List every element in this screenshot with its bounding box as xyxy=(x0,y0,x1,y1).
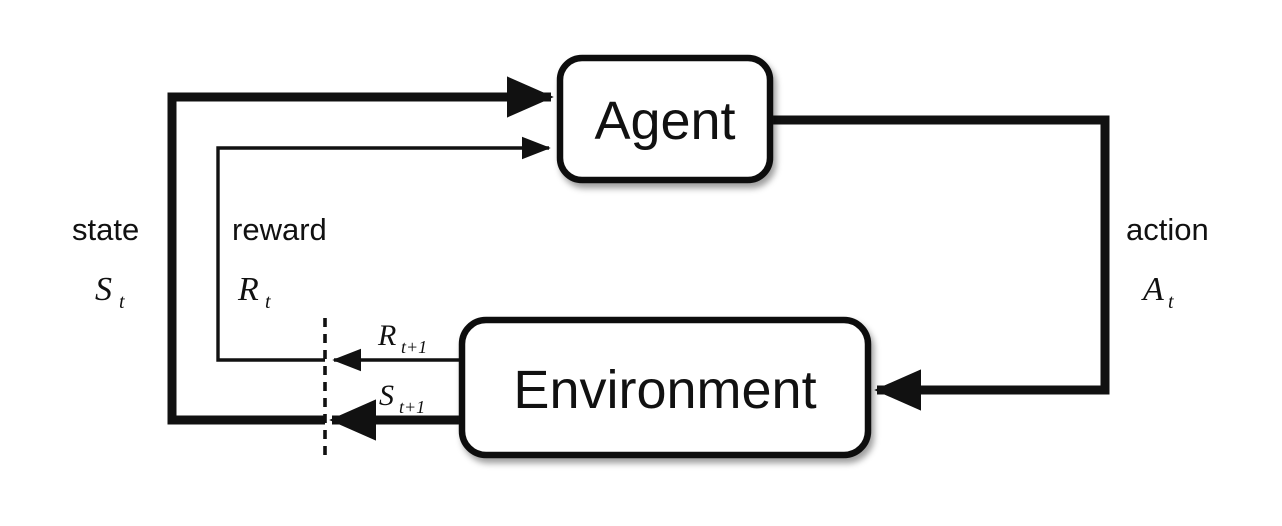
node-environment[interactable]: Environment xyxy=(458,316,872,459)
environment-label: Environment xyxy=(513,360,816,420)
environment-box[interactable] xyxy=(458,316,872,459)
label-reward: reward R t xyxy=(232,212,327,313)
agent-box[interactable] xyxy=(556,54,774,184)
label-next-state: S t+1 xyxy=(379,379,425,417)
next-reward-subscript-label: t+1 xyxy=(401,337,427,357)
action-symbol-label: A xyxy=(1141,271,1164,308)
action-line xyxy=(770,115,1110,411)
reward-word-label: reward xyxy=(232,212,327,247)
reward-subscript-label: t xyxy=(265,291,271,313)
next-state-subscript-label: t+1 xyxy=(399,397,425,417)
state-subscript-label: t xyxy=(119,291,125,313)
state-symbol-label: S xyxy=(95,271,112,308)
node-agent[interactable]: Agent xyxy=(556,54,774,184)
next-state-symbol-label: S xyxy=(379,379,394,412)
reward-feedback-line xyxy=(216,136,551,362)
agent-label: Agent xyxy=(594,91,735,151)
action-subscript-label: t xyxy=(1168,291,1174,313)
edge-reward-feedback xyxy=(216,136,551,362)
edge-state-feedback xyxy=(167,76,554,425)
action-word-label: action xyxy=(1126,212,1209,247)
reward-symbol-label: R xyxy=(237,271,259,308)
label-action: action A t xyxy=(1126,212,1209,313)
state-feedback-line xyxy=(167,76,554,425)
state-word-label: state xyxy=(72,212,139,247)
next-reward-symbol-label: R xyxy=(377,319,396,352)
label-next-reward: R t+1 xyxy=(377,319,427,357)
label-state: state S t xyxy=(72,212,139,313)
edge-action xyxy=(770,115,1110,411)
